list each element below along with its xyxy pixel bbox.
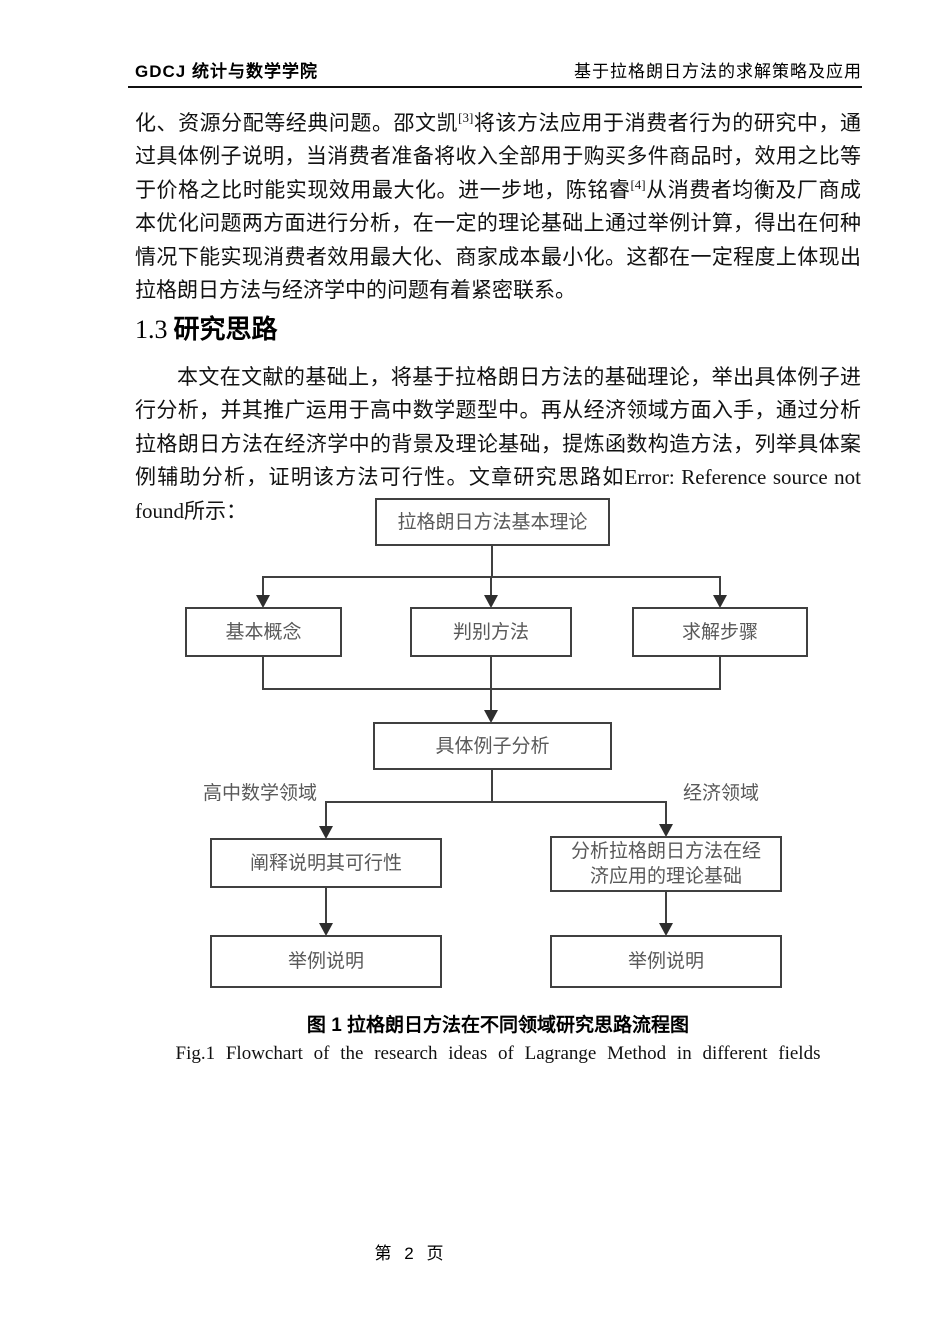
citation-ref-4: [4] bbox=[630, 176, 646, 192]
page-header: GDCJ 统计与数学学院 基于拉格朗日方法的求解策略及应用 bbox=[128, 60, 862, 88]
flow-node-solve-steps: 求解步骤 bbox=[632, 607, 808, 657]
figure-caption-zh: 图 1 拉格朗日方法在不同领域研究思路流程图 bbox=[306, 1015, 690, 1036]
arrow-down-icon bbox=[319, 923, 333, 936]
flow-node-example-analysis: 具体例子分析 bbox=[373, 722, 612, 770]
flow-node-basic-concept: 基本概念 bbox=[185, 607, 342, 657]
flow-node-math-example: 举例说明 bbox=[210, 935, 442, 988]
connector-lines bbox=[262, 546, 721, 925]
paragraph-text: 化、资源分配等经典问题。邵文凯 bbox=[135, 111, 459, 135]
paragraph-text: 将该方法应用于消费者行为的研究中，通过具体例子说明，当消费者准备将收入全部用于购… bbox=[135, 111, 862, 202]
citation-ref-3: [3] bbox=[458, 110, 474, 125]
body-paragraph-1: 化、资源分配等经典问题。邵文凯[3]将该方法应用于消费者行为的研究中，通过具体例… bbox=[135, 107, 861, 307]
flowchart-figure: 拉格朗日方法基本理论 基本概念 判别方法 求解步骤 具体例子分析 阐释说明其可行… bbox=[150, 492, 850, 992]
arrow-down-icon bbox=[484, 595, 498, 608]
arrow-down-icon bbox=[256, 595, 270, 608]
flow-node-basic-theory: 拉格朗日方法基本理论 bbox=[375, 498, 610, 546]
flow-node-econ-theory: 分析拉格朗日方法在经济应用的理论基础 bbox=[550, 836, 782, 892]
arrow-down-icon bbox=[659, 923, 673, 936]
figure-caption-en: Fig.1 Flowchart of the research ideas of… bbox=[175, 1043, 821, 1064]
paragraph-text: 本文在文献的基础上，将基于拉格朗日方法的基础理论，举出具体例子进行分析，并其推广… bbox=[135, 365, 861, 490]
header-title: 基于拉格朗日方法的求解策略及应用 bbox=[574, 62, 862, 81]
flowchart-connectors bbox=[256, 546, 727, 936]
header-institution: GDCJ 统计与数学学院 bbox=[135, 62, 318, 81]
branch-label-econ: 经济领域 bbox=[683, 783, 760, 804]
flow-node-judge-method: 判别方法 bbox=[410, 607, 572, 657]
paragraph-text: 所示： bbox=[184, 498, 247, 523]
branch-label-math: 高中数学领域 bbox=[203, 783, 318, 804]
section-title: 研究思路 bbox=[173, 314, 278, 344]
flow-node-econ-example: 举例说明 bbox=[550, 935, 782, 988]
arrow-down-icon bbox=[319, 826, 333, 839]
arrow-down-icon bbox=[659, 824, 673, 837]
paragraph-text: 从消费者均衡及厂商成本优化问题两方面进行分析，在一定的理论基础上通过举例计算，得… bbox=[135, 177, 862, 303]
broken-reference-text: Error: Reference source not found bbox=[135, 465, 862, 523]
body-paragraph-2: 本文在文献的基础上，将基于拉格朗日方法的基础理论，举出具体例子进行分析，并其推广… bbox=[135, 361, 861, 528]
arrowhead-icons bbox=[256, 595, 727, 936]
arrow-down-icon bbox=[484, 710, 498, 723]
flow-node-math-feasibility: 阐释说明其可行性 bbox=[210, 838, 442, 888]
arrow-down-icon bbox=[713, 595, 727, 608]
page-number-footer: 第 2 页 bbox=[374, 1244, 448, 1263]
section-number: 1.3 bbox=[135, 315, 168, 344]
